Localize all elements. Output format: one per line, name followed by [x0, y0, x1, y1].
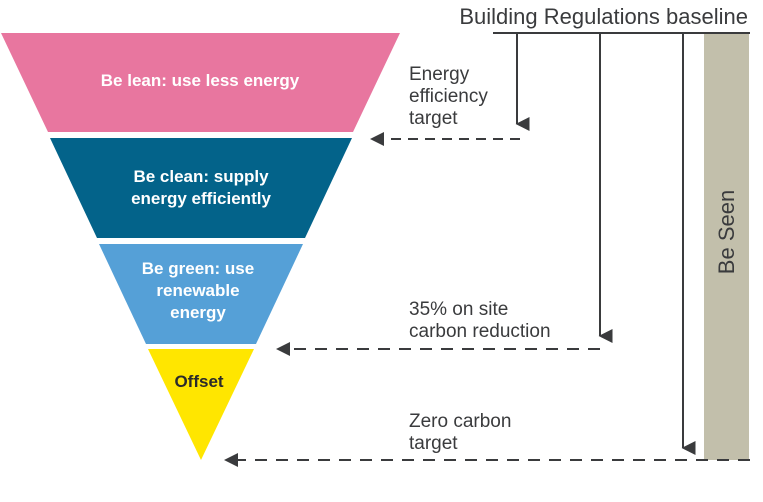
- text-line: Be clean: supply: [133, 167, 269, 186]
- baseline-title: Building Regulations baseline: [459, 4, 748, 29]
- zero-carbon-pointer-head: [224, 453, 238, 467]
- text-line: renewable: [156, 281, 239, 300]
- text-line: efficiency: [409, 86, 488, 107]
- text-line: Offset: [174, 372, 223, 391]
- text-line: Zero carbon: [409, 411, 511, 432]
- text-line: Be green: use: [142, 259, 254, 278]
- tier-clean-label: Be clean: supply energy efficiently: [131, 167, 271, 208]
- text-line: carbon reduction: [409, 321, 551, 342]
- be-seen-bar: [704, 33, 749, 460]
- text-line: Energy: [409, 64, 470, 85]
- tier-clean-shape: [50, 138, 352, 238]
- tier-green-label: Be green: use renewable energy: [142, 259, 254, 322]
- tier-offset-shape: [148, 349, 254, 460]
- energy-efficiency-pointer-head: [370, 132, 384, 146]
- be-seen-label: Be Seen: [714, 190, 739, 274]
- text-line: target: [409, 433, 458, 454]
- tier-green-shape: [99, 244, 303, 344]
- text-line: Be lean: use less energy: [101, 71, 300, 90]
- tier-lean-shape: [1, 33, 400, 132]
- on-site-reduction-pointer-head: [276, 342, 290, 356]
- text-line: target: [409, 108, 458, 129]
- text-line: 35% on site: [409, 299, 508, 320]
- tier-offset-label: Offset: [174, 372, 223, 391]
- tier-lean-label: Be lean: use less energy: [101, 71, 300, 90]
- text-line: energy: [170, 303, 226, 322]
- text-line: energy efficiently: [131, 189, 271, 208]
